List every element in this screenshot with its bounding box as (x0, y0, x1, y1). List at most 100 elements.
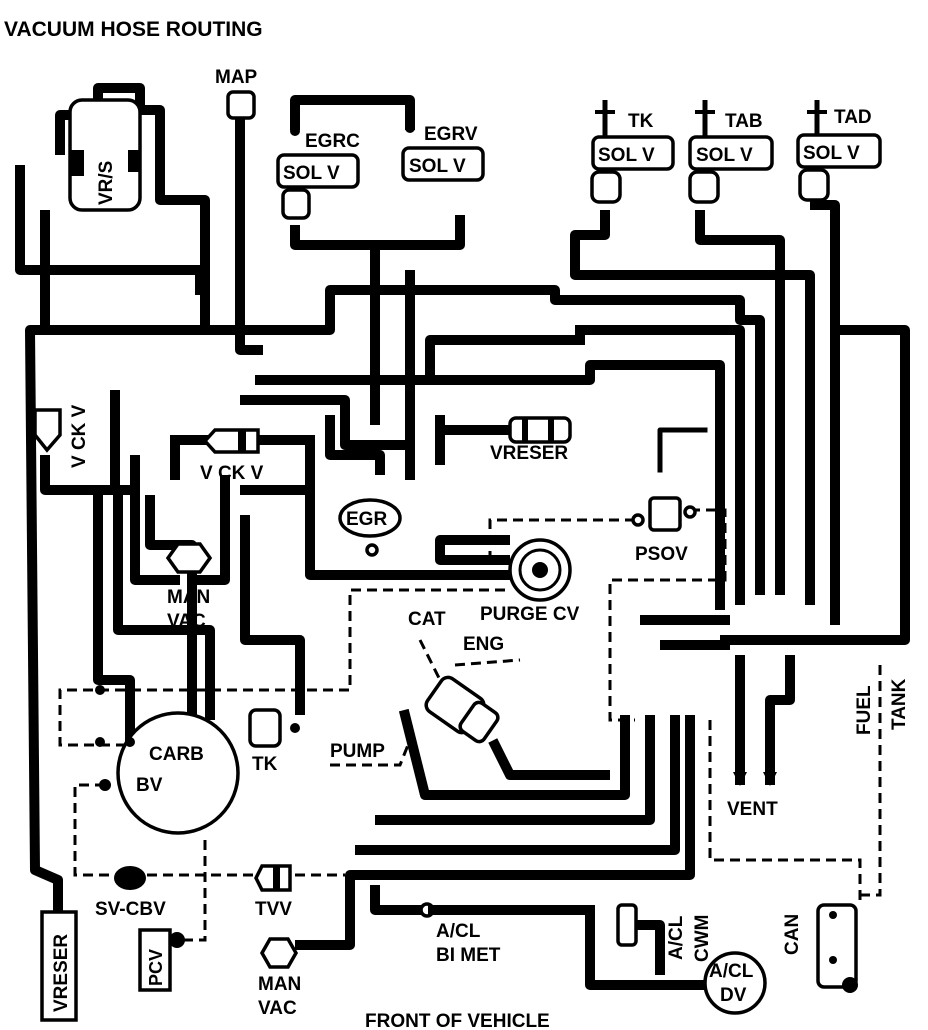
hose-lower-long-2 (355, 715, 680, 855)
hose-acl-cwm (585, 905, 710, 990)
man-vac-upper-label-2: VAC (167, 611, 206, 632)
hose-carb-mid (145, 495, 197, 715)
psov-port-left (631, 513, 645, 527)
acl-cwm-body (616, 903, 638, 947)
egrv-solenoid: SOL V EGRV (401, 123, 485, 182)
hose-fuel-tank-line (720, 325, 910, 645)
hose-tad (810, 200, 840, 625)
tad-solenoid: TAD SOL V (796, 100, 882, 202)
carb-port-left (95, 737, 105, 747)
hose-psov-bundle-2 (420, 360, 725, 610)
vckv-mid-band (238, 430, 246, 452)
dash-purge-loop (488, 518, 635, 560)
acl-cwm-label-2: CWM (692, 915, 713, 962)
tab-solenoid: TAB SOL V (688, 100, 774, 204)
sv-cbv: SV-CBV (95, 866, 166, 920)
hose-upper-mid (255, 335, 585, 385)
hose-lower-long-3 (370, 885, 425, 915)
pcv: PCV (138, 928, 185, 992)
pcv-label: PCV (146, 949, 166, 986)
egrc-sol-body (276, 153, 360, 189)
egrc-sol-label: SOL V (283, 163, 340, 184)
egrc-solenoid: SOL V EGRC (276, 126, 360, 220)
egrv-sol-label: SOL V (409, 156, 466, 177)
man-vac-lower-body (259, 937, 299, 969)
hose-carb-left (93, 495, 135, 745)
vckv-left-label: V CK V (69, 404, 90, 468)
man-vac-lower: MAN VAC (258, 937, 301, 1019)
vreser-lower-label: VRESER (51, 934, 72, 1012)
psov-label: PSOV (635, 544, 688, 565)
vrs-valve: VR/S (68, 98, 142, 212)
carb-body (116, 711, 240, 835)
hose-tab (695, 210, 785, 595)
pcv-body (138, 928, 172, 992)
egrv-label: EGRV (424, 124, 478, 145)
sv-cbv-label: SV-CBV (95, 899, 166, 920)
pcv-port (169, 932, 185, 948)
acl-bimet-label-2: BI MET (436, 945, 501, 966)
hose-left-outer (25, 325, 165, 917)
hose-psov-bundle-1 (575, 325, 745, 605)
hose-lower-long (375, 715, 655, 825)
vent-label: VENT (727, 799, 778, 820)
can-port-mid (829, 956, 837, 964)
tk-lower-body (248, 708, 282, 748)
can-port-bottom (842, 977, 858, 993)
carburetor: CARB BV (95, 685, 240, 835)
vrs-label: VR/S (96, 161, 117, 205)
can-label: CAN (782, 914, 803, 955)
dash-pcv (175, 840, 207, 942)
carb-label: CARB (149, 744, 204, 765)
man-vac-lower-label-1: MAN (258, 974, 301, 995)
tk-lower-label: TK (252, 754, 278, 775)
tab-sol-base (688, 170, 720, 204)
egr-valve: EGR (338, 498, 402, 557)
egrc-port (290, 126, 300, 136)
vckv-left-body (33, 408, 62, 453)
man-vac-lower-label-2: VAC (258, 998, 297, 1019)
tk-label: TK (628, 111, 654, 132)
hose-man-vac-left (130, 455, 180, 585)
vckv-mid-label: V CK V (200, 463, 264, 484)
hose-pump-return (488, 738, 610, 780)
egrc-label: EGRC (305, 131, 360, 152)
cat-label: CAT (408, 609, 446, 630)
acl-bimet-label-1: A/CL (436, 921, 481, 942)
vreser-mid-band-1 (522, 418, 528, 442)
dash-fuel-tank (860, 665, 882, 897)
carb-port-mid (125, 737, 135, 747)
hose-man-vac-right (190, 475, 230, 585)
components: VR/S MAP SOL V EGRC SOL V EGRV TK (33, 67, 910, 1022)
vckv-mid: V CK V (200, 428, 264, 484)
dash-purge-left (58, 588, 505, 747)
purge-cv-ring (518, 548, 562, 592)
vreser-mid-body (508, 416, 572, 444)
hose-carb-left2 (40, 455, 215, 720)
dash-pump (330, 739, 412, 767)
tvv-label: TVV (255, 899, 292, 920)
acl-dv-body (703, 951, 767, 1015)
diagram-title: VACUUM HOSE ROUTING (4, 18, 263, 41)
carb-port-bv (99, 779, 111, 791)
vckv-left: V CK V (33, 404, 90, 468)
pump-valve-body-2 (458, 700, 500, 744)
acl-dv-label-1: A/CL (709, 961, 754, 982)
tk-lower: TK (248, 708, 300, 775)
tk-sol-label: SOL V (598, 145, 655, 166)
tab-sol-label: SOL V (696, 145, 753, 166)
tad-sol-base (798, 168, 830, 202)
hose-map (235, 115, 263, 355)
vent-arrow-2 (763, 772, 777, 786)
tvv: TVV (254, 864, 292, 920)
egr-valve-body (338, 498, 402, 538)
man-vac-upper: MAN VAC (165, 542, 213, 632)
hose-acl-cwm-2 (630, 920, 665, 975)
vreser-lower: VRESER (40, 910, 78, 1022)
vent-arrow-1 (733, 772, 747, 786)
tk-sol-base (590, 170, 622, 204)
sv-cbv-body (114, 866, 146, 890)
dash-eng-arrow (454, 658, 521, 667)
tad-label: TAD (834, 107, 872, 128)
